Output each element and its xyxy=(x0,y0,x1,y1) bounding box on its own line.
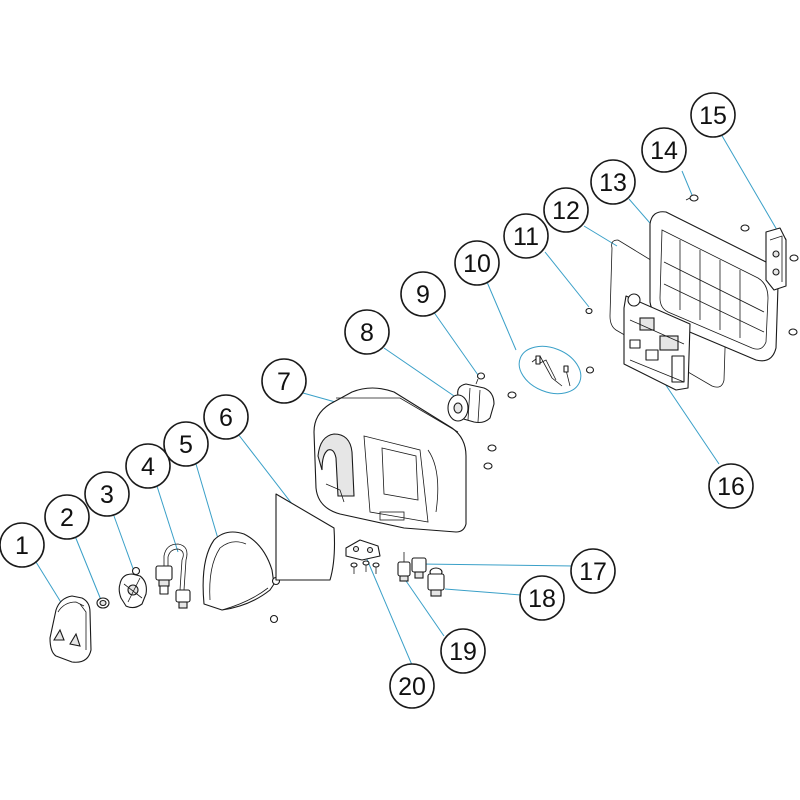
callout-6[interactable]: 6 xyxy=(203,394,249,440)
part-2-ring xyxy=(96,597,110,609)
callout-10[interactable]: 10 xyxy=(454,240,500,286)
callout-16[interactable]: 16 xyxy=(708,463,754,509)
callout-8[interactable]: 8 xyxy=(344,309,390,355)
part-9-screw xyxy=(475,372,486,385)
leader-8 xyxy=(383,347,458,399)
callout-3-label: 3 xyxy=(100,481,114,509)
leader-1 xyxy=(35,561,63,605)
part-19-fitting xyxy=(397,552,411,582)
leader-20 xyxy=(365,556,413,666)
callout-6-label: 6 xyxy=(219,404,233,432)
callout-2[interactable]: 2 xyxy=(44,494,90,540)
housing-screws xyxy=(483,307,595,470)
callout-13[interactable]: 13 xyxy=(590,159,636,205)
callout-10-label: 10 xyxy=(463,250,491,278)
callout-7-label: 7 xyxy=(277,368,291,396)
part-20-clip xyxy=(345,539,381,574)
leader-3 xyxy=(113,515,136,575)
callout-2-label: 2 xyxy=(60,504,74,532)
callout-7[interactable]: 7 xyxy=(261,358,307,404)
callout-5[interactable]: 5 xyxy=(163,421,209,467)
callout-4-label: 4 xyxy=(141,453,155,481)
callout-8-label: 8 xyxy=(360,319,374,347)
leader-15 xyxy=(720,133,778,231)
callout-14-label: 14 xyxy=(650,137,678,165)
part-12-gasket xyxy=(609,239,727,388)
part-7-housing xyxy=(313,387,467,533)
callout-16-label: 16 xyxy=(717,473,745,501)
part-17-fitting xyxy=(411,557,427,579)
callout-11[interactable]: 11 xyxy=(503,213,549,259)
leader-10-loop xyxy=(518,345,582,395)
callout-20[interactable]: 20 xyxy=(389,663,435,709)
part-16-pcb xyxy=(623,293,691,391)
callout-1-label: 1 xyxy=(15,532,29,560)
leader-lines xyxy=(35,133,778,666)
callout-19-label: 19 xyxy=(449,638,477,666)
leader-2 xyxy=(74,535,102,601)
leader-14 xyxy=(681,170,693,196)
part-15-bracket xyxy=(765,227,787,291)
part-10-contacts xyxy=(531,355,571,387)
leader-11 xyxy=(544,251,590,308)
callout-18-label: 18 xyxy=(528,585,556,613)
callout-19[interactable]: 19 xyxy=(440,628,486,674)
part-5-dome-cover xyxy=(202,531,281,624)
callout-20-label: 20 xyxy=(398,673,426,701)
callout-11-label: 11 xyxy=(513,223,539,251)
callout-15[interactable]: 15 xyxy=(690,92,736,138)
part-18-fitting xyxy=(427,567,445,597)
leader-4 xyxy=(155,482,179,553)
leader-19 xyxy=(403,577,445,637)
part-8-motor xyxy=(447,383,495,424)
leader-9 xyxy=(432,310,479,376)
leader-10 xyxy=(486,281,517,351)
part-4-tube xyxy=(155,543,191,609)
callout-17[interactable]: 17 xyxy=(570,548,616,594)
callout-12[interactable]: 12 xyxy=(543,187,589,233)
callouts: 1 2 3 4 5 6 7 8 9 10 11 12 13 14 15 16 1… xyxy=(0,92,754,709)
part-3-rotor xyxy=(118,566,147,609)
leader-12 xyxy=(583,225,618,247)
callout-9-label: 9 xyxy=(416,281,430,309)
leader-17 xyxy=(419,563,575,567)
callout-17-label: 17 xyxy=(579,558,607,586)
callout-15-label: 15 xyxy=(699,102,727,130)
callout-18[interactable]: 18 xyxy=(519,575,565,621)
callout-4[interactable]: 4 xyxy=(125,443,171,489)
callout-13-label: 13 xyxy=(599,169,627,197)
callout-3[interactable]: 3 xyxy=(84,471,130,517)
callout-12-label: 12 xyxy=(552,197,580,225)
callout-9[interactable]: 9 xyxy=(400,271,446,317)
callout-14[interactable]: 14 xyxy=(641,127,687,173)
leader-18 xyxy=(444,588,522,596)
part-1-front-cap xyxy=(49,595,92,663)
callout-1[interactable]: 1 xyxy=(0,522,45,568)
callout-5-label: 5 xyxy=(179,431,193,459)
part-6-window xyxy=(275,493,336,581)
